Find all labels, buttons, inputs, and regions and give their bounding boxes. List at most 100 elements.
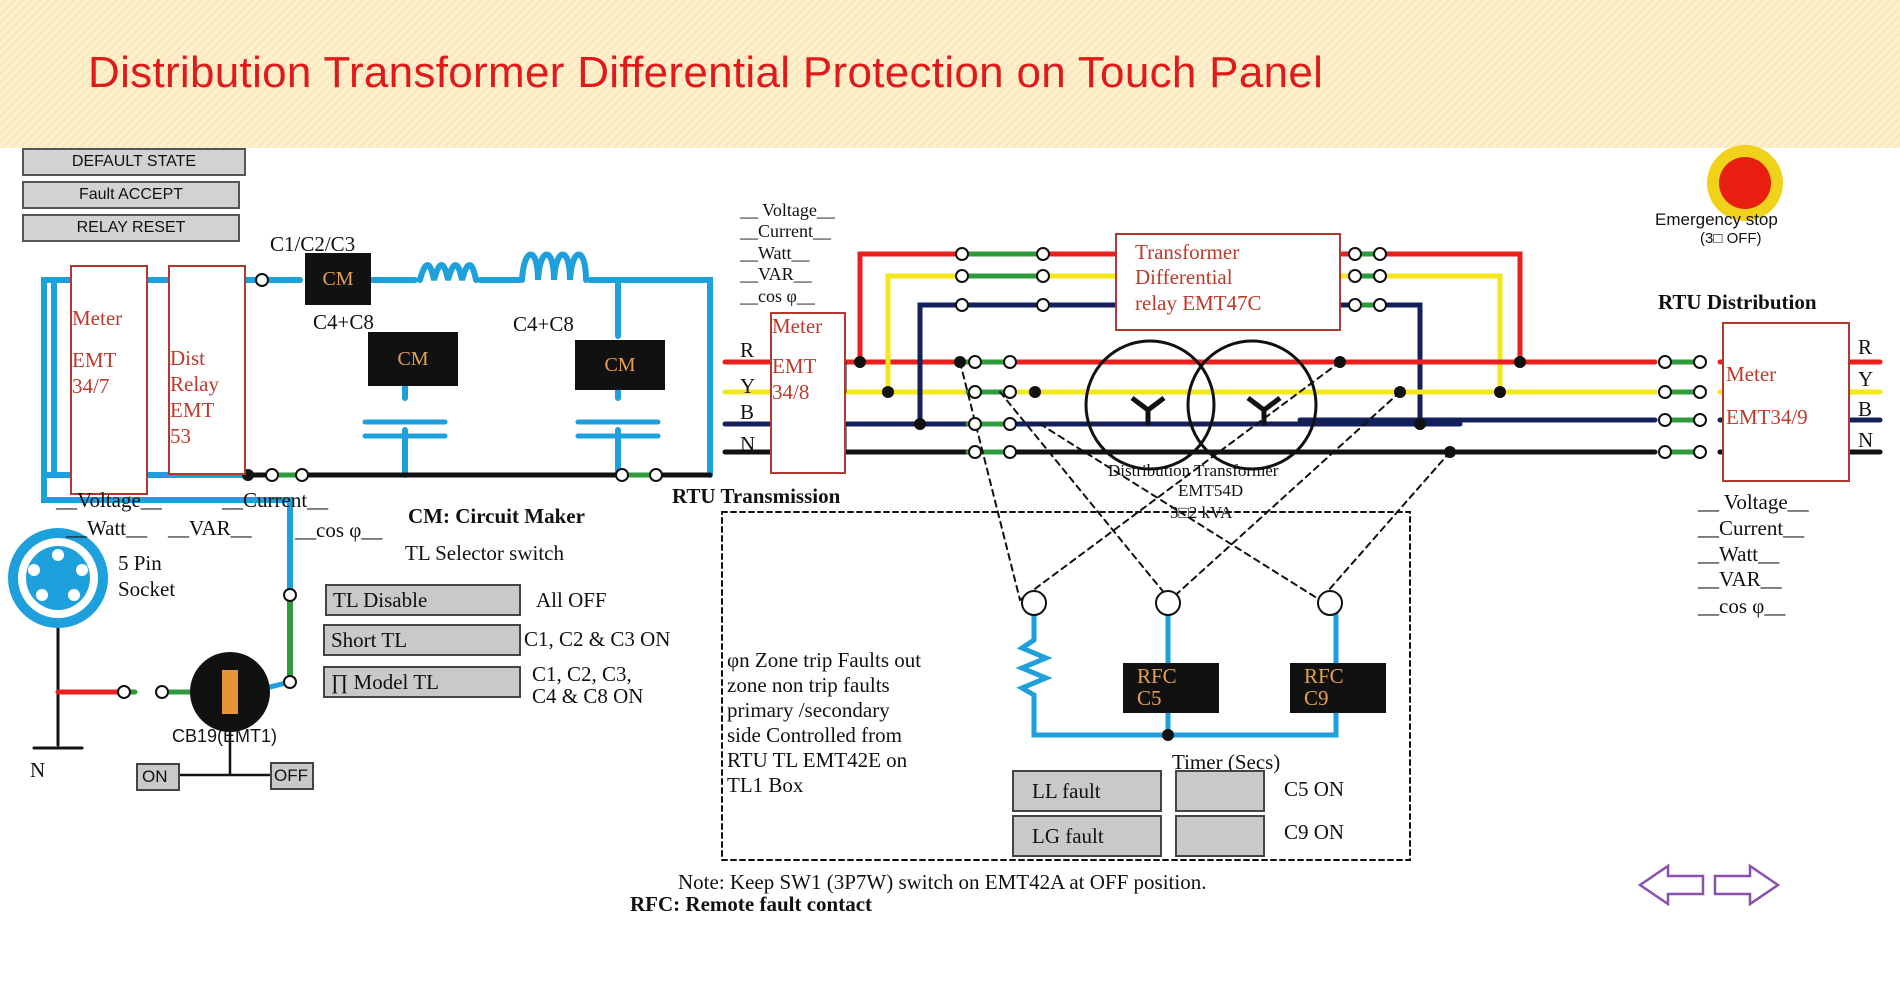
rfc-c5-line2: C5 — [1137, 686, 1162, 710]
c48-label-1: C4+C8 — [313, 310, 374, 334]
rfc-c9-block: RFC C9 — [1290, 663, 1386, 713]
dist-phase-r: R — [1858, 335, 1873, 359]
meter-emt34-8-line2: EMT — [772, 354, 817, 378]
dist-phase-y: Y — [1858, 367, 1874, 391]
cb-off-button[interactable]: OFF — [270, 762, 314, 790]
relay-line2: Differential — [1135, 265, 1233, 289]
sw1-note: Note: Keep SW1 (3P7W) switch on EMT42A a… — [678, 870, 1207, 894]
pi-model-tl-desc-1: C1, C2, C3, — [532, 662, 632, 686]
fault-desc-line1: φn Zone trip Faults out — [727, 648, 922, 672]
c48-label-2: C4+C8 — [513, 312, 574, 336]
dist-phase-b: B — [1858, 397, 1873, 421]
fault-desc-line2: zone non trip faults — [727, 673, 890, 697]
tx-phase-n: N — [740, 432, 756, 456]
fault-desc-line3: primary /secondary — [727, 698, 890, 722]
rtu-transmission-label: RTU Transmission — [672, 484, 841, 508]
transformer-name: Distribution Transformer — [1108, 461, 1279, 480]
rfc-c9-line2: C9 — [1304, 686, 1329, 710]
meter-emt34-7 — [70, 265, 148, 495]
rtu-dist-watt: __Watt__ — [1698, 542, 1780, 566]
dist-relay-line3: EMT — [170, 398, 215, 422]
relay-line3: relay EMT47C — [1135, 291, 1262, 315]
ll-timer-input[interactable] — [1175, 770, 1265, 812]
ll-fault-button[interactable]: LL fault — [1012, 770, 1162, 812]
fault-accept-button[interactable]: Fault ACCEPT — [22, 181, 240, 209]
rtu-tx-voltage: __ Voltage__ — [740, 200, 835, 220]
short-tl-button[interactable]: Short TL — [323, 624, 521, 656]
rfc-c5-block: RFC C5 — [1123, 663, 1219, 713]
meter-emt34-8 — [770, 312, 846, 474]
emergency-stop-icon — [1707, 145, 1783, 221]
meter-emt34-7-line1: Meter — [72, 306, 123, 330]
socket-icon — [8, 528, 108, 628]
pi-model-tl-button[interactable]: ∏ Model TL — [323, 666, 521, 698]
relay-line1: Transformer — [1135, 240, 1240, 264]
tl-disable-desc: All OFF — [536, 588, 607, 612]
arrow-left-icon — [1637, 863, 1705, 907]
c5-on-label: C5 ON — [1284, 777, 1345, 801]
fault-desc-line5: RTU TL EMT42E on — [727, 748, 908, 772]
tx-phase-y: Y — [740, 374, 756, 398]
transformer-rating: 3□2 kVA — [1170, 503, 1233, 522]
tx-phase-b: B — [740, 400, 755, 424]
next-button[interactable] — [1710, 860, 1782, 910]
tx-phase-r: R — [740, 338, 755, 362]
dist-phase-n: N — [1858, 428, 1874, 452]
cb19-label: CB19(EMT1) — [172, 726, 278, 746]
meter-emt34-8-line3: 34/8 — [772, 380, 810, 404]
c9-on-label: C9 ON — [1284, 820, 1345, 844]
relay-reset-button[interactable]: RELAY RESET — [22, 214, 240, 242]
left-cosphi-label: __cos φ__ — [295, 518, 383, 542]
cm-switch-c123[interactable]: CM — [305, 253, 371, 305]
fault-desc-line6: TL1 Box — [727, 773, 804, 797]
rtu-distribution-label: RTU Distribution — [1658, 290, 1817, 314]
circuit-breaker-icon — [190, 652, 270, 732]
c123-label: C1/C2/C3 — [270, 232, 356, 256]
socket-label-2: Socket — [118, 577, 176, 601]
left-var-label: __VAR__ — [168, 516, 252, 540]
meter-emt34-8-line1: Meter — [772, 314, 823, 338]
meter-emt34-9-line1: Meter — [1726, 362, 1777, 386]
cm-switch-c4[interactable]: CM — [368, 332, 458, 386]
rfc-note: RFC: Remote fault contact — [630, 892, 873, 916]
rtu-dist-var: __VAR__ — [1698, 567, 1782, 591]
meter-emt34-7-line2: EMT — [72, 348, 117, 372]
meter-emt34-9 — [1722, 322, 1850, 482]
meter-emt34-9-line2: EMT34/9 — [1726, 405, 1808, 429]
rtu-dist-current: __Current__ — [1698, 516, 1805, 540]
cm-legend: CM: Circuit Maker — [408, 504, 585, 528]
dist-relay-emt53 — [168, 265, 246, 475]
rfc-c5-line1: RFC — [1137, 664, 1177, 688]
rtu-dist-voltage: __ Voltage__ — [1698, 490, 1809, 514]
emergency-stop-label: Emergency stop — [1655, 210, 1778, 229]
left-watt-label: __Watt__ — [66, 516, 148, 540]
rtu-tx-var: __VAR__ — [740, 264, 812, 284]
dist-relay-line2: Relay — [170, 372, 219, 396]
tl-disable-button[interactable]: TL Disable — [325, 584, 521, 616]
emergency-stop-sublabel: (3□ OFF) — [1700, 230, 1762, 247]
pi-model-tl-desc-2: C4 & C8 ON — [532, 684, 644, 708]
rtu-tx-watt: __Watt__ — [740, 243, 810, 263]
rfc-c9-line1: RFC — [1304, 664, 1344, 688]
header-band — [0, 0, 1900, 148]
fault-desc-line4: side Controlled from — [727, 723, 902, 747]
lg-timer-input[interactable] — [1175, 815, 1265, 857]
meter-emt34-7-line3: 34/7 — [72, 374, 110, 398]
left-current-label: __Current__ — [222, 488, 329, 512]
cm-switch-c8[interactable]: CM — [575, 340, 665, 390]
left-voltage-label: __Voltage__ — [56, 488, 162, 512]
page-title: Distribution Transformer Differential Pr… — [88, 48, 1324, 97]
differential-relay-emt47c — [1115, 233, 1341, 331]
cb-on-button[interactable]: ON — [136, 763, 180, 791]
arrow-right-icon — [1713, 863, 1781, 907]
default-state-button[interactable]: DEFAULT STATE — [22, 148, 246, 176]
neutral-n-label: N — [30, 758, 46, 782]
prev-button[interactable] — [1636, 860, 1708, 910]
transformer-primary-coil — [1084, 339, 1216, 471]
tl-selector-label: TL Selector switch — [405, 541, 565, 565]
rtu-dist-cosphi: __cos φ__ — [1698, 594, 1786, 618]
socket-label-1: 5 Pin — [118, 551, 162, 575]
lg-fault-button[interactable]: LG fault — [1012, 815, 1162, 857]
rtu-tx-current: __Current__ — [740, 221, 831, 241]
